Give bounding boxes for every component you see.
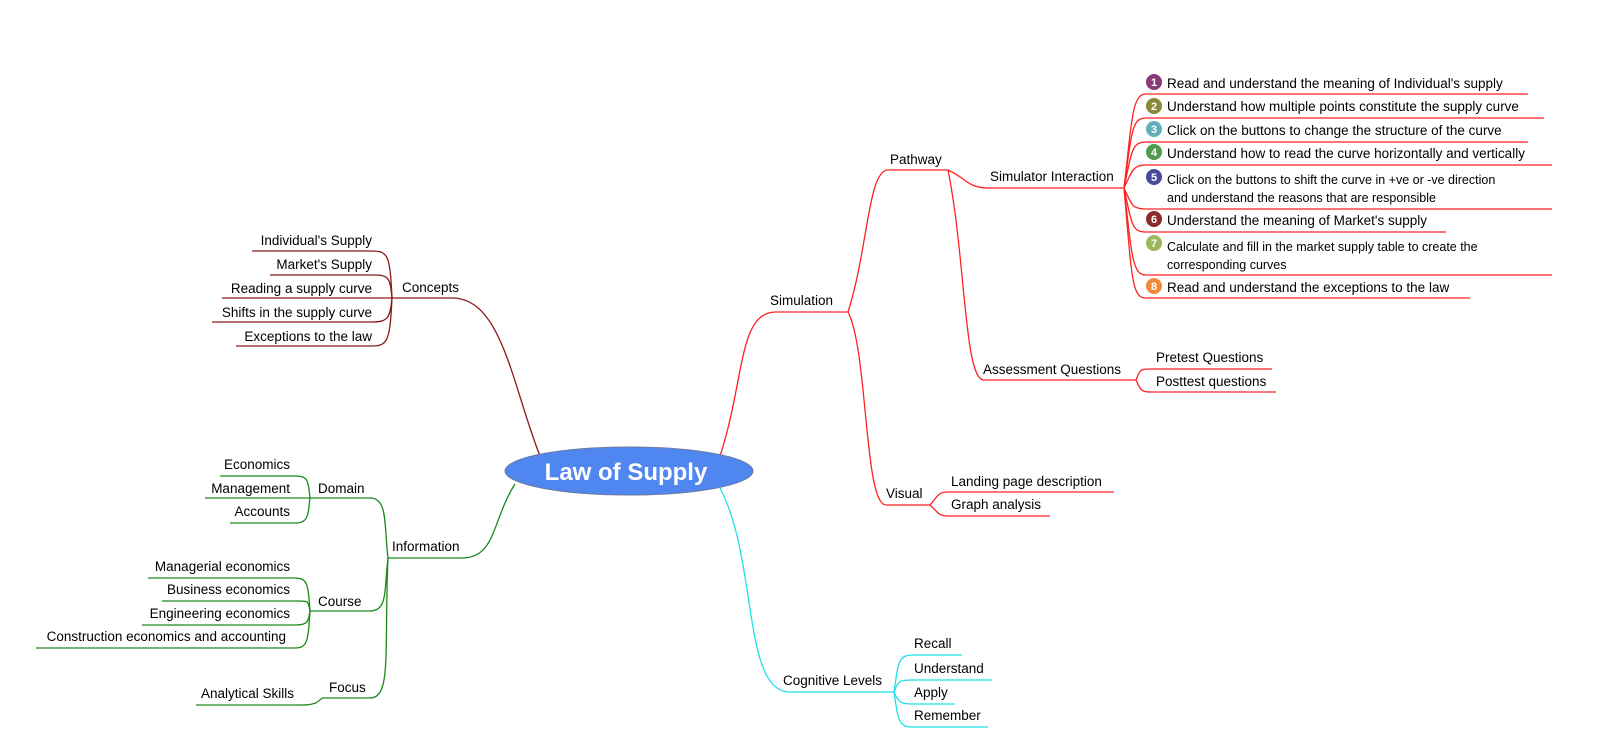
visual-item: Graph analysis — [951, 497, 1041, 512]
course-label: Course — [318, 594, 362, 609]
cognitive-item: Remember — [914, 708, 981, 723]
step-badge-icon — [1146, 144, 1162, 160]
step-text: corresponding curves — [1167, 258, 1287, 272]
connector-simulation — [719, 311, 848, 457]
focus-item: Analytical Skills — [201, 686, 294, 701]
assessment-item: Posttest questions — [1156, 374, 1267, 389]
cognitive-branch: Cognitive Levels Recall Understand Apply… — [783, 636, 992, 728]
central-topic-label: Law of Supply — [545, 459, 708, 486]
step-text: Calculate and fill in the market supply … — [1167, 240, 1478, 254]
step-number: 7 — [1151, 238, 1157, 250]
cognitive-item: Apply — [914, 685, 948, 700]
cognitive-levels-label: Cognitive Levels — [783, 673, 882, 688]
step-number: 8 — [1151, 281, 1157, 293]
connector-concepts — [392, 297, 541, 457]
domain-label: Domain — [318, 481, 365, 496]
domain-item: Economics — [224, 457, 290, 472]
simulator-step: 8 Read and understand the exceptions to … — [1146, 278, 1449, 295]
simulator-step: 6 Understand the meaning of Market's sup… — [1146, 211, 1427, 228]
simulator-step: 5 Click on the buttons to shift the curv… — [1146, 169, 1495, 205]
concept-item: Individual's Supply — [261, 233, 373, 248]
assessment-item: Pretest Questions — [1156, 350, 1264, 365]
step-number: 6 — [1151, 214, 1157, 226]
step-number: 3 — [1151, 124, 1157, 136]
focus-label: Focus — [329, 680, 366, 695]
step-text: Understand how multiple points constitut… — [1167, 99, 1519, 114]
step-badge-icon — [1146, 74, 1162, 90]
concept-item: Reading a supply curve — [231, 281, 372, 296]
concepts-branch: Concepts Individual's Supply Market's Su… — [212, 233, 459, 347]
connector-information — [388, 483, 516, 559]
cognitive-item: Recall — [914, 636, 952, 651]
step-badge-icon — [1146, 98, 1162, 114]
pathway-label: Pathway — [890, 152, 942, 167]
cognitive-item: Understand — [914, 661, 984, 676]
domain-item: Management — [211, 481, 290, 496]
step-badge-icon — [1146, 278, 1162, 294]
connector-cognitive — [719, 487, 894, 693]
course-item: Business economics — [167, 582, 290, 597]
central-topic-bubble — [504, 446, 754, 496]
concept-item: Shifts in the supply curve — [222, 305, 372, 320]
simulator-step: 2 Understand how multiple points constit… — [1146, 98, 1519, 114]
central-topic[interactable]: Law of Supply — [504, 446, 754, 496]
step-text: Understand how to read the curve horizon… — [1167, 146, 1525, 161]
course-item: Managerial economics — [155, 559, 290, 574]
step-text: Understand the meaning of Market's suppl… — [1167, 213, 1427, 228]
step-badge-icon — [1146, 235, 1162, 251]
concepts-label: Concepts — [402, 280, 459, 295]
concept-item: Market's Supply — [276, 257, 372, 272]
step-number: 1 — [1151, 77, 1157, 89]
information-label: Information — [392, 539, 460, 554]
visual-item: Landing page description — [951, 474, 1102, 489]
simulation-branch: Simulation Pathway Simulator Interaction… — [770, 74, 1552, 517]
simulator-step: 4 Understand how to read the curve horiz… — [1146, 144, 1525, 161]
simulator-step: 3 Click on the buttons to change the str… — [1146, 121, 1502, 138]
course-item: Engineering economics — [150, 606, 291, 621]
step-number: 4 — [1151, 147, 1158, 159]
simulation-label: Simulation — [770, 293, 833, 308]
step-number: 5 — [1151, 172, 1157, 184]
domain-item: Accounts — [234, 504, 290, 519]
step-text: and understand the reasons that are resp… — [1167, 191, 1436, 205]
step-number: 2 — [1151, 101, 1157, 113]
step-text: Click on the buttons to change the struc… — [1167, 123, 1502, 138]
simulator-step: 1 Read and understand the meaning of Ind… — [1146, 74, 1503, 91]
visual-label: Visual — [886, 486, 923, 501]
step-badge-icon — [1146, 121, 1162, 137]
concept-item: Exceptions to the law — [244, 329, 372, 344]
assessment-questions-label: Assessment Questions — [983, 362, 1121, 377]
information-branch: Information Domain Course Focus Economic… — [36, 457, 460, 706]
step-badge-icon — [1146, 169, 1162, 185]
step-text: Read and understand the meaning of Indiv… — [1167, 76, 1503, 91]
step-text: Click on the buttons to shift the curve … — [1167, 173, 1495, 187]
course-item: Construction economics and accounting — [47, 629, 286, 644]
simulator-interaction-label: Simulator Interaction — [990, 169, 1114, 184]
simulator-step: 7 Calculate and fill in the market suppl… — [1146, 235, 1478, 272]
step-badge-icon — [1146, 211, 1162, 227]
step-text: Read and understand the exceptions to th… — [1167, 280, 1449, 295]
